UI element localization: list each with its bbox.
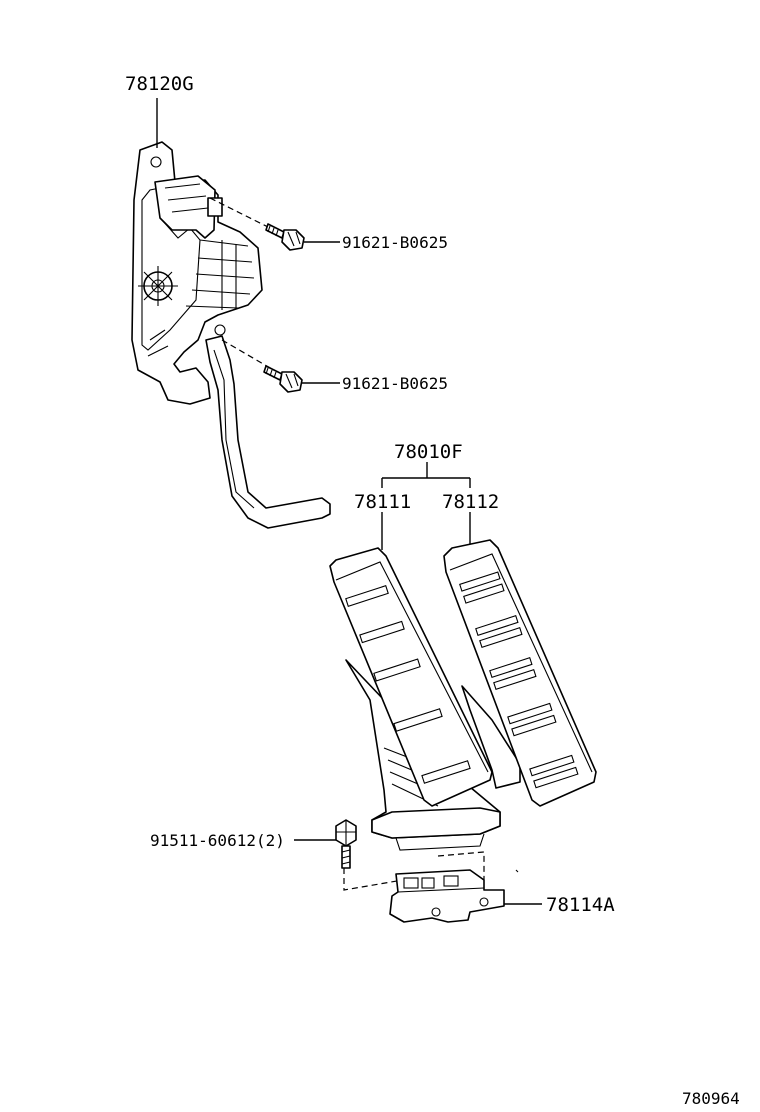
label-bracket: 78114A — [546, 894, 615, 916]
label-pad-set: 78010F — [394, 441, 463, 463]
label-pad-right: 78112 — [442, 491, 499, 513]
bracket-78114a — [389, 869, 542, 923]
pedal-pad-78111 — [329, 547, 501, 851]
diagram-number: 780964 — [682, 1089, 740, 1108]
label-bolt-bracket: 91511-60612(2) — [150, 831, 285, 850]
pedal-pad-78112 — [443, 539, 597, 807]
bolt-upper — [209, 197, 340, 251]
label-bolt-lower: 91621-B0625 — [342, 374, 448, 393]
label-pedal-assembly: 78120G — [125, 73, 194, 95]
bolt-lower — [221, 339, 340, 393]
accelerator-pedal-assembly — [131, 141, 331, 529]
bolt-bracket — [294, 819, 485, 891]
label-bolt-upper: 91621-B0625 — [342, 233, 448, 252]
leader-lines — [156, 98, 471, 550]
label-pad-left: 78111 — [354, 491, 411, 513]
